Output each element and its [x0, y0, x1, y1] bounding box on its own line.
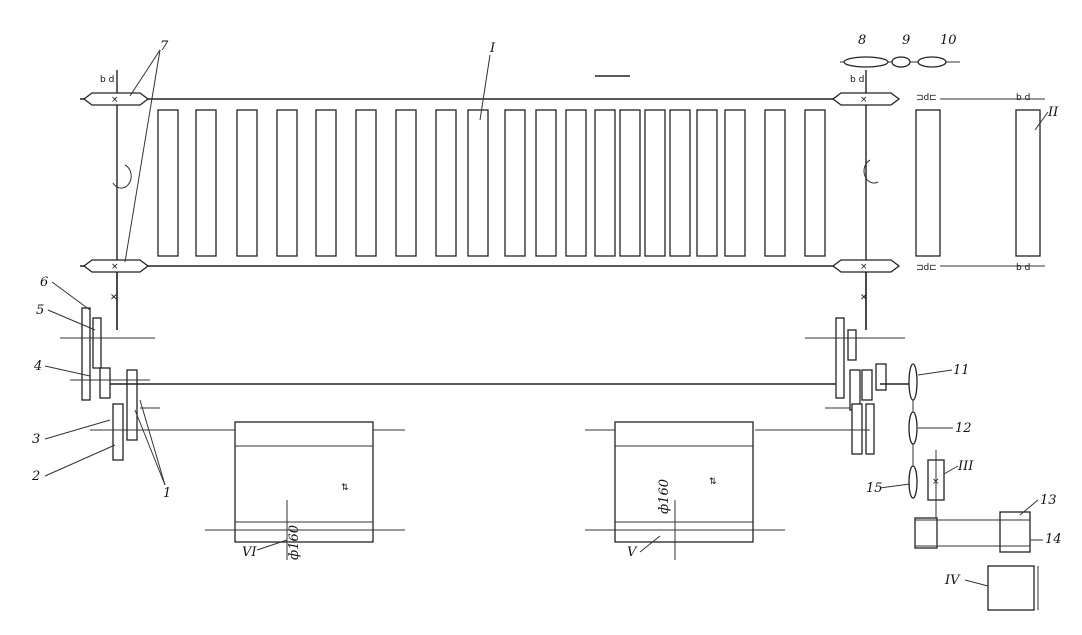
svg-text:⇅: ⇅	[341, 483, 349, 493]
roller-V	[614, 421, 754, 543]
svg-text:⇅: ⇅	[709, 477, 717, 487]
label-3: 3	[32, 432, 40, 447]
label-10: 10	[940, 33, 957, 48]
svg-text:×: ×	[860, 95, 868, 105]
label-roman-V: V	[627, 545, 638, 560]
sprocket-11	[908, 363, 918, 401]
label-diameter-VI: ф160	[287, 525, 302, 560]
label-roman-II: II	[1047, 105, 1059, 120]
label-roman-IV: IV	[944, 573, 961, 588]
label-13: 13	[1040, 493, 1057, 508]
belt-pulley-left	[914, 517, 938, 549]
right-sprocket-top	[831, 92, 901, 106]
label-15: 15	[866, 481, 883, 496]
svg-text:✕: ✕	[110, 293, 118, 303]
sprocket-9	[891, 56, 911, 68]
left-sprocket-bottom	[82, 259, 150, 273]
right-rotation-arrow-icon	[863, 159, 879, 184]
roller-a	[915, 109, 941, 257]
label-14: 14	[1045, 532, 1062, 547]
left-sprocket-top	[82, 92, 150, 106]
motor-IV	[987, 565, 1035, 611]
belt-pulley-13	[999, 511, 1031, 553]
left-rotation-arrow-icon	[112, 164, 132, 189]
sprocket-8	[843, 56, 889, 68]
label-11: 11	[953, 363, 970, 378]
conveyor-slats	[157, 109, 826, 257]
label-roman-VI: VI	[242, 545, 257, 560]
sprocket-10	[917, 56, 947, 68]
label-5: 5	[36, 303, 44, 318]
roller-II	[1015, 109, 1041, 257]
svg-text:b d: b d	[850, 75, 864, 85]
roller-VI	[234, 421, 374, 543]
svg-text:✕: ✕	[860, 293, 868, 303]
svg-text:×: ×	[860, 262, 868, 272]
label-8: 8	[858, 33, 866, 48]
svg-text:b d: b d	[1016, 93, 1030, 103]
sprocket-12	[908, 411, 918, 445]
svg-text:b d: b d	[1016, 263, 1030, 273]
leader-lines	[44, 49, 1049, 587]
svg-text:×: ×	[111, 95, 119, 105]
label-roman-III: III	[957, 459, 974, 474]
label-7: 7	[160, 39, 169, 54]
sprocket-15	[908, 465, 918, 499]
svg-text:⊐d⊏: ⊐d⊏	[916, 93, 937, 103]
label-2: 2	[31, 469, 40, 484]
label-roman-I: I	[489, 41, 496, 56]
label-6: 6	[40, 275, 48, 290]
svg-text:b d: b d	[100, 75, 114, 85]
label-4: 4	[33, 359, 42, 374]
svg-text:⊐d⊏: ⊐d⊏	[916, 263, 937, 273]
right-sprocket-bottom	[831, 259, 901, 273]
label-9: 9	[902, 33, 910, 48]
label-1: 1	[163, 486, 171, 501]
svg-text:×: ×	[111, 262, 119, 272]
label-12: 12	[955, 421, 972, 436]
label-diameter-V: ф160	[657, 479, 672, 514]
